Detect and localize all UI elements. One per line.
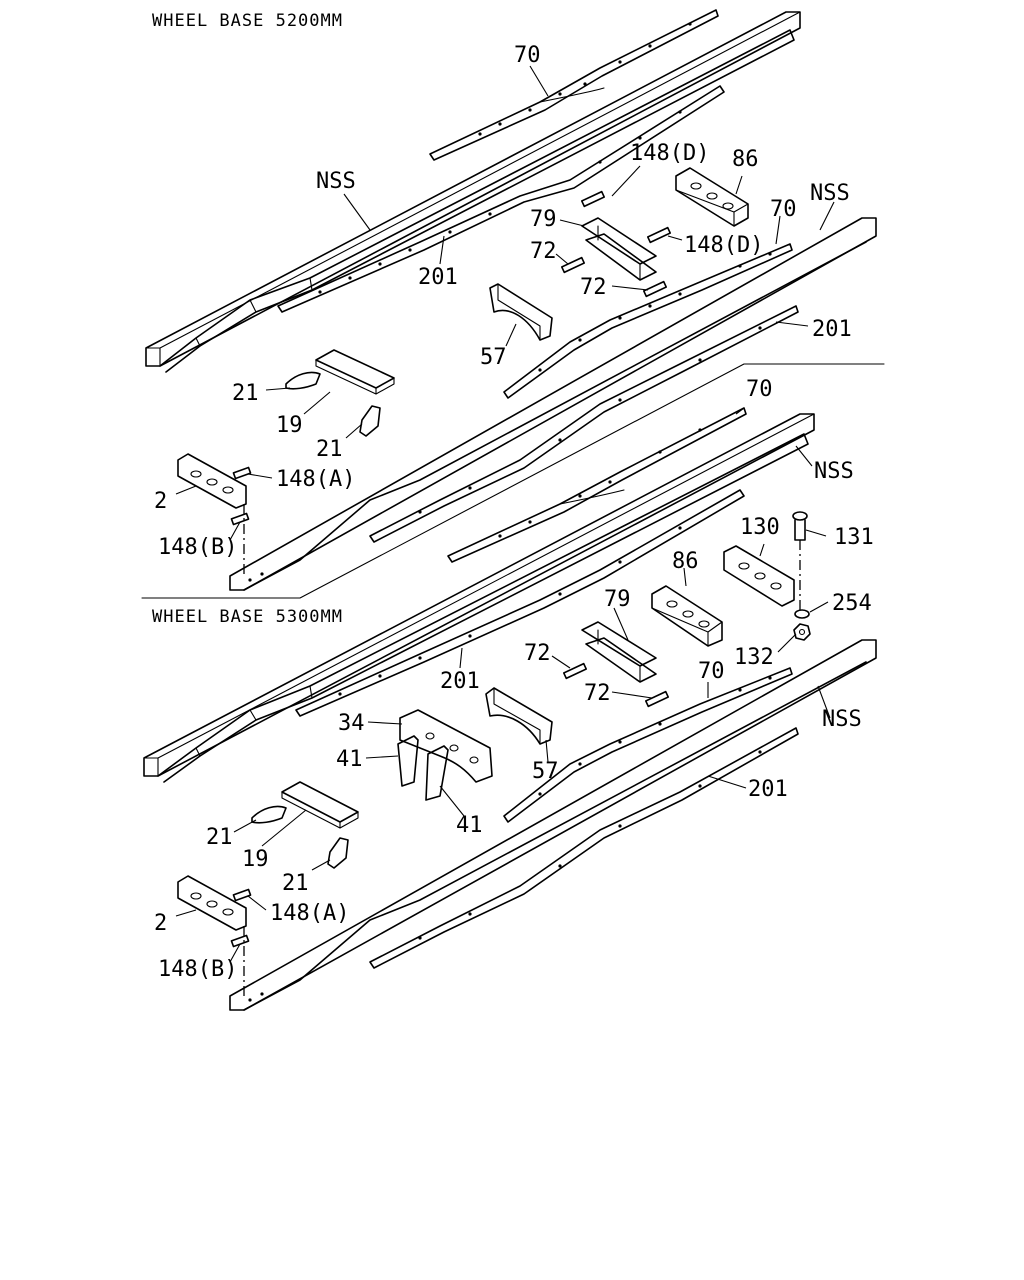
washer-254: [794, 609, 810, 619]
shim-72-b: [644, 690, 670, 708]
bracket-41-b: [425, 745, 449, 801]
callout-nss: NSS: [316, 169, 356, 194]
shim-72-b: [642, 280, 668, 298]
callout-148a: 148(A): [276, 467, 355, 492]
callout-41: 41: [456, 813, 483, 838]
section-separator: [141, 363, 885, 599]
callout-148d: 148(D): [684, 233, 763, 258]
section-wheel-base-5300: WHEEL BASE 5300MM: [143, 377, 877, 1011]
end-crossmember-2: [177, 875, 247, 931]
callouts: 70 NSS 130 131 86 254 79 132 72 201 72 7…: [154, 377, 874, 982]
callout-72: 72: [584, 681, 611, 706]
callout-201: 201: [812, 317, 852, 342]
callout-nss: NSS: [814, 459, 854, 484]
callout-130: 130: [740, 515, 780, 540]
reinforcement-201-right: [369, 727, 799, 969]
reinforcement-201-right: [369, 305, 799, 543]
crossmember-19: [315, 349, 395, 395]
reinforcement-70-upper: [429, 9, 719, 161]
callout-132: 132: [734, 645, 774, 670]
shim-148d-b: [646, 226, 672, 244]
callout-79: 79: [530, 207, 557, 232]
callout-254: 254: [832, 591, 872, 616]
crossmember-79: [581, 217, 657, 281]
callout-41: 41: [336, 747, 363, 772]
crossmember-19: [281, 781, 359, 829]
callout-19: 19: [242, 847, 269, 872]
callout-21: 21: [206, 825, 233, 850]
bracket-21-b: [359, 405, 381, 437]
crossmember-79: [581, 621, 657, 683]
frame-rail-nss-lower: [229, 217, 877, 591]
callout-57: 57: [480, 345, 507, 370]
callout-86: 86: [732, 147, 759, 172]
callout-72: 72: [530, 239, 557, 264]
bracket-57: [485, 687, 553, 745]
callout-201: 201: [440, 669, 480, 694]
shim-148b: [230, 512, 250, 526]
frame-rail-nss-upper: [145, 11, 801, 373]
shim-72-a: [562, 662, 588, 680]
section-title: WHEEL BASE 5200MM: [152, 11, 343, 31]
end-crossmember-2: [177, 453, 247, 509]
nut-132: [793, 623, 811, 641]
frame-rail-nss-lower: [229, 639, 877, 1011]
crossmember-34: [399, 709, 493, 783]
callout-148d: 148(D): [630, 141, 709, 166]
bolt-131: [792, 511, 808, 541]
bracket-21-a: [285, 371, 321, 390]
reinforcement-201-upper: [295, 489, 745, 717]
callout-19: 19: [276, 413, 303, 438]
shim-148a: [232, 888, 252, 902]
reinforcement-70-right: [503, 243, 793, 399]
callout-34: 34: [338, 711, 365, 736]
section-title: WHEEL BASE 5300MM: [152, 607, 343, 627]
bracket-21-b: [327, 837, 349, 869]
callout-70: 70: [514, 43, 541, 68]
callout-21: 21: [316, 437, 343, 462]
callout-79: 79: [604, 587, 631, 612]
frame-rail-nss-upper: [143, 413, 815, 783]
callout-72: 72: [580, 275, 607, 300]
reinforcement-70-right: [503, 667, 793, 823]
callout-70: 70: [698, 659, 725, 684]
shim-148b: [230, 934, 250, 948]
callout-148a: 148(A): [270, 901, 349, 926]
shim-72-a: [560, 256, 586, 274]
callout-nss: NSS: [822, 707, 862, 732]
shim-148a: [232, 466, 252, 480]
callout-2: 2: [154, 489, 167, 514]
callout-70: 70: [746, 377, 773, 402]
callout-86: 86: [672, 549, 699, 574]
callout-70: 70: [770, 197, 797, 222]
callout-57: 57: [532, 759, 559, 784]
callout-131: 131: [834, 525, 874, 550]
callout-148b: 148(B): [158, 957, 237, 982]
callout-21: 21: [232, 381, 259, 406]
bracket-41-a: [397, 735, 419, 787]
callouts: 70 NSS 201 148(D) 86 79 148(D) 72 72 70 …: [154, 43, 852, 560]
callout-2: 2: [154, 911, 167, 936]
reinforcement-70-upper: [447, 407, 747, 563]
crossmember-130: [723, 545, 795, 607]
callout-72: 72: [524, 641, 551, 666]
leader-lines: [175, 407, 831, 963]
callout-nss: NSS: [810, 181, 850, 206]
callout-201: 201: [748, 777, 788, 802]
shim-148d-a: [580, 190, 606, 208]
crossmember-86: [675, 167, 749, 227]
callout-201: 201: [418, 265, 458, 290]
callout-21: 21: [282, 871, 309, 896]
bracket-57: [489, 283, 553, 341]
bracket-21-a: [251, 805, 287, 824]
section-wheel-base-5200: WHEEL BASE 5200MM: [145, 9, 877, 591]
callout-148b: 148(B): [158, 535, 237, 560]
reinforcement-201-upper: [277, 85, 725, 313]
crossmember-86: [651, 585, 723, 647]
leader-lines: [175, 65, 835, 541]
